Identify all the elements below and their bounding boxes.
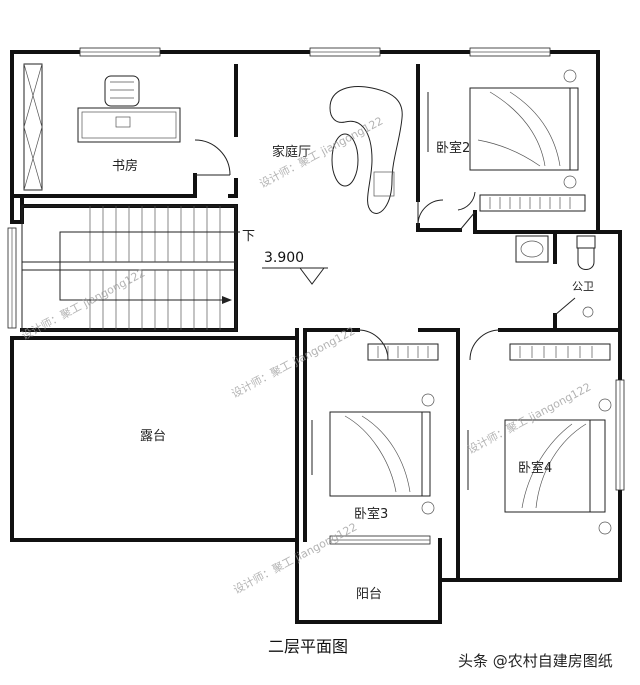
room-label-study: 书房 bbox=[112, 158, 138, 174]
level-marker: 3.900 bbox=[262, 250, 328, 285]
family-room-furniture bbox=[329, 86, 403, 214]
bedroom4-furniture bbox=[467, 343, 612, 535]
watermark: 设计师：聚工 jiangong122 bbox=[465, 380, 593, 456]
room-label-terrace: 露台 bbox=[140, 429, 166, 444]
room-label-public-bath: 公卫 bbox=[572, 280, 594, 293]
watermark: 设计师：聚工 jiangong122 bbox=[229, 324, 357, 400]
stair-direction-label: 下 bbox=[242, 229, 255, 244]
room-label-family-room: 家庭厅 bbox=[272, 144, 311, 160]
bathroom-fixtures bbox=[515, 235, 596, 318]
room-label-bedroom2: 卧室2 bbox=[436, 140, 470, 156]
windows bbox=[7, 47, 625, 545]
room-label-bedroom3: 卧室3 bbox=[354, 506, 388, 522]
stair-direction-line bbox=[59, 231, 240, 301]
room-label-bedroom4: 卧室4 bbox=[518, 460, 552, 476]
staircase bbox=[21, 205, 240, 331]
bedroom3-furniture bbox=[311, 343, 439, 515]
room-label-balcony: 阳台 bbox=[356, 587, 382, 602]
level-mark-text: 3.900 bbox=[264, 250, 304, 266]
source-credit: 头条 @农村自建房图纸 bbox=[458, 652, 613, 670]
study-furniture bbox=[23, 63, 181, 191]
stair-arrow-icon bbox=[222, 296, 232, 304]
doors bbox=[194, 139, 576, 361]
bedroom2-furniture bbox=[427, 69, 586, 212]
plan-title: 二层平面图 bbox=[268, 637, 348, 656]
interior-walls bbox=[20, 64, 622, 582]
room-labels: 书房 家庭厅 卧室2 公卫 露台 卧室3 卧室4 阳台 下 bbox=[112, 140, 594, 602]
exterior-walls bbox=[10, 50, 622, 624]
